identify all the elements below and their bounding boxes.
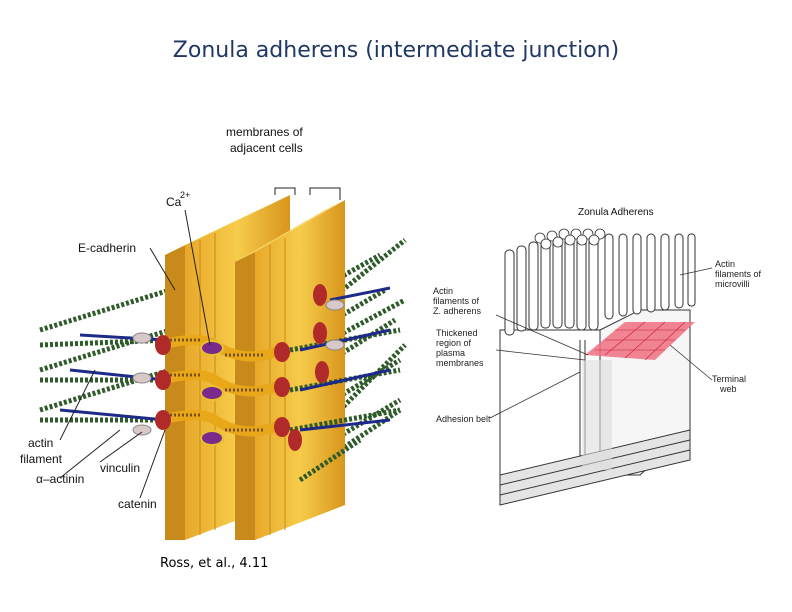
cadherin-junctions <box>132 284 345 451</box>
label-actin-za-line1: Actin <box>433 286 453 296</box>
label-thickened-line4: membranes <box>436 358 484 368</box>
microvilli <box>504 233 696 336</box>
label-alpha-actinin: α–actinin <box>36 472 84 486</box>
right-figure-title: Zonula Adherens <box>578 207 654 218</box>
junction-row-2 <box>155 370 290 401</box>
label-vinculin: vinculin <box>100 461 140 475</box>
label-actin-mv-line1: Actin <box>715 259 735 269</box>
junction-row-3 <box>155 410 290 446</box>
label-membranes-line2: adjacent cells <box>230 141 303 155</box>
label-terminal-line1: Terminal <box>712 374 746 384</box>
label-actin-za-line2: filaments of <box>433 296 480 306</box>
right-figure: Zonula Adherens <box>433 207 762 506</box>
label-terminal-line2: web <box>719 384 737 394</box>
label-e-cadherin: E-cadherin <box>78 241 136 255</box>
label-actin-mv-line3: microvilli <box>715 279 750 289</box>
slide-title: Zonula adherens (intermediate junction) <box>172 38 620 63</box>
label-membranes-line1: membranes of <box>226 125 303 139</box>
label-catenin: catenin <box>118 497 157 511</box>
label-calcium-sup: 2+ <box>180 190 190 200</box>
label-actin-za-line3: Z. adherens <box>433 306 482 316</box>
left-figure: membranes of adjacent cells Ca 2+ E-cadh… <box>20 125 407 540</box>
label-actin-mv-line2: filaments of <box>715 269 762 279</box>
label-thickened-line1: Thickened <box>436 328 478 338</box>
terminal-web <box>585 321 695 361</box>
label-actin-line1: actin <box>28 436 53 450</box>
left-leader-lines <box>59 187 341 499</box>
right-leader-lines <box>489 267 713 419</box>
microvilli-tops <box>534 228 606 250</box>
stippled-region <box>582 360 612 470</box>
label-thickened-line3: plasma <box>436 348 465 358</box>
label-calcium: Ca <box>166 195 182 209</box>
label-thickened-line2: region of <box>436 338 472 348</box>
citation: Ross, et al., 4.11 <box>160 556 269 571</box>
junction-row-1 <box>155 335 290 362</box>
label-actin-line2: filament <box>20 452 63 466</box>
label-adhesion-belt: Adhesion belt <box>436 414 491 424</box>
